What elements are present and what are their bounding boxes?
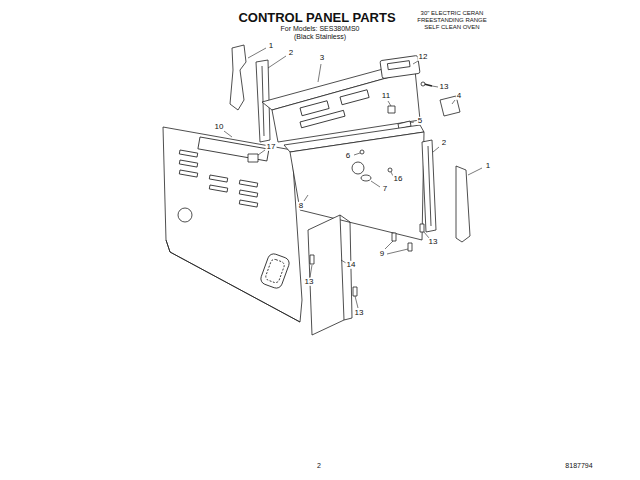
callout-number: 7: [382, 185, 388, 193]
model-note: For Models: SES380MS0: [280, 25, 361, 32]
callout-number: 17: [266, 143, 277, 151]
callout-number: 2: [441, 139, 447, 147]
callout-number: 12: [418, 53, 429, 61]
product-note: SELF CLEAN OVEN: [423, 24, 480, 30]
callout-number: 3: [319, 54, 325, 62]
callout-number: 14: [346, 261, 357, 269]
callout-number: 9: [379, 250, 385, 258]
page-number: 2: [316, 462, 322, 469]
callout-number: 8: [298, 202, 304, 210]
diagram-title: CONTROL PANEL PARTS: [237, 11, 396, 25]
product-note: 30" ELECTRIC CERAN: [420, 10, 485, 16]
product-note: FREESTANDING RANGE: [416, 17, 488, 23]
callout-number: 5: [417, 117, 423, 125]
document-number: 8187794: [564, 462, 593, 469]
model-note: (Black Stainless): [293, 33, 347, 40]
callout-number: 16: [393, 175, 404, 183]
callout-number: 13: [304, 278, 315, 286]
callout-number: 1: [268, 42, 274, 50]
callout-number: 4: [456, 92, 462, 100]
callout-number: 13: [354, 309, 365, 317]
callout-number: 13: [439, 83, 450, 91]
callout-number: 2: [288, 49, 294, 57]
callout-number: 11: [381, 92, 391, 100]
callout-number: 6: [345, 152, 351, 160]
callout-number: 13: [428, 238, 439, 246]
callout-number: 10: [214, 123, 225, 131]
callout-number: 1: [485, 162, 491, 170]
